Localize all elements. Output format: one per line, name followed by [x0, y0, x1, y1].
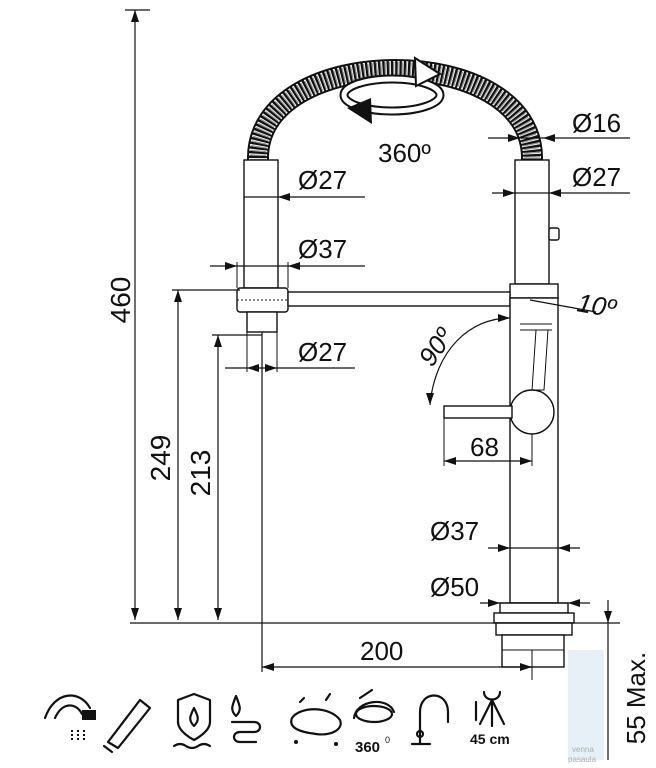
rotation-icon-label: 360 — [355, 739, 380, 756]
label-height-total: 460 — [105, 277, 136, 324]
dimension-lines — [125, 9, 630, 760]
water-shield-icon — [172, 692, 212, 750]
spray-head-icon — [43, 694, 96, 740]
faucet-body — [443, 297, 575, 668]
label-height-spout: 249 — [145, 435, 176, 482]
watermark: venna pasaula — [568, 650, 604, 764]
label-rotation: 360º — [378, 138, 431, 168]
hose-length-icon: 45 cm — [470, 690, 510, 747]
spout-arm — [287, 291, 511, 307]
label-head-diameter-right: Ø27 — [572, 162, 621, 192]
feature-icons: 360 0 45 cm — [43, 688, 510, 756]
watermark-line1: venna — [572, 745, 594, 754]
label-head-diameter-left: Ø27 — [298, 165, 347, 195]
brush-icon — [102, 698, 152, 754]
label-lever-length: 68 — [470, 432, 499, 462]
label-tilt-angle: 10º — [575, 287, 620, 323]
high-arc-faucet-icon — [410, 694, 450, 746]
watermark-line2: pasaula — [568, 755, 597, 764]
label-base-diameter: Ø50 — [430, 572, 479, 602]
cleaning-sponge-icon — [290, 692, 342, 746]
label-height-handle: 213 — [185, 450, 216, 497]
label-hose-diameter: Ø16 — [572, 108, 621, 138]
hose-holder — [509, 159, 560, 299]
rotating-spout-icon: 360 0 — [352, 688, 396, 756]
label-reach: 200 — [360, 636, 403, 666]
label-body-diameter: Ø37 — [430, 516, 479, 546]
label-mount-max: 55 Max. — [621, 652, 651, 745]
dimension-labels: 460 249 213 360º Ø16 Ø27 Ø27 Ø37 Ø27 10º… — [105, 108, 651, 744]
label-collar-diameter: Ø37 — [298, 234, 347, 264]
rotation-arrow-icon — [339, 56, 445, 124]
pull-out-hose — [246, 59, 544, 161]
label-lower-diameter: Ø27 — [298, 337, 347, 367]
hose-length-label: 45 cm — [470, 731, 510, 747]
hand-drop-icon — [230, 694, 262, 744]
rotation-icon-sup: 0 — [385, 735, 390, 745]
spray-head — [236, 159, 289, 333]
label-swivel-angle: 90º — [412, 322, 459, 372]
